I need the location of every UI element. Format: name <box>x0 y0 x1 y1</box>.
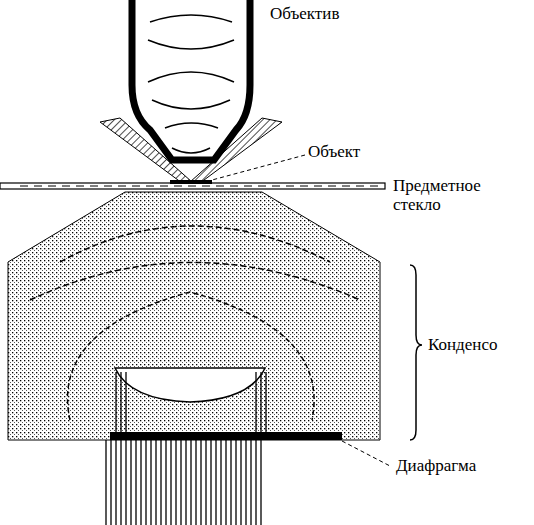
leader-line <box>342 441 390 466</box>
slide <box>0 180 385 189</box>
condenser <box>8 192 380 440</box>
leader-line <box>212 155 305 180</box>
objective <box>132 0 250 160</box>
part-label: Диафрагма <box>396 456 526 475</box>
part-label: Конденсо <box>428 335 532 354</box>
part-label: Предметное стекло <box>393 176 531 214</box>
bracket <box>410 265 422 440</box>
part-label: Объект <box>308 142 398 161</box>
diaphragm <box>110 432 342 440</box>
part-label: Объектив <box>270 4 390 23</box>
light-beam <box>105 440 265 525</box>
